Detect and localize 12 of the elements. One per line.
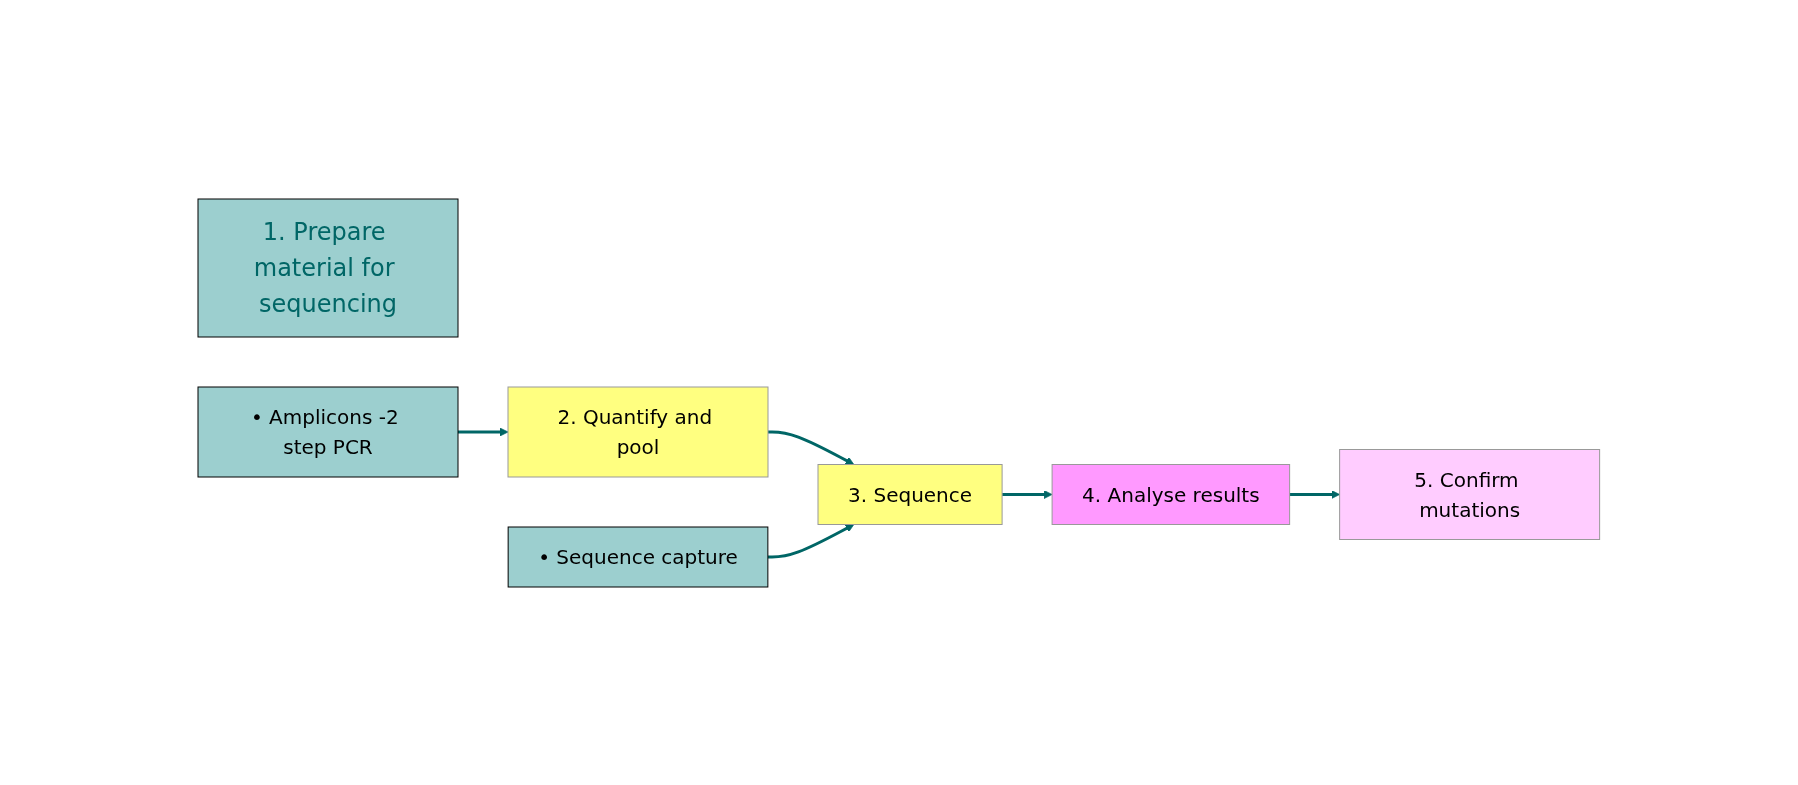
node-box: • Sequence capture — [507, 526, 769, 587]
arrow — [1002, 489, 1053, 499]
node-box: 4. Analyse results — [1051, 463, 1291, 525]
node-box: 5. Confirm mutations — [1339, 448, 1601, 540]
node-box: 1. Prepare material for sequencing — [197, 198, 459, 337]
node-box: 3. Sequence — [817, 463, 1003, 525]
arrow — [768, 430, 855, 465]
node-box: • Amplicons -2 step PCR — [197, 386, 459, 477]
node-box: 2. Quantify and pool — [507, 386, 769, 477]
arrow — [1289, 489, 1341, 499]
arrow — [458, 427, 509, 436]
arrow — [768, 523, 855, 558]
